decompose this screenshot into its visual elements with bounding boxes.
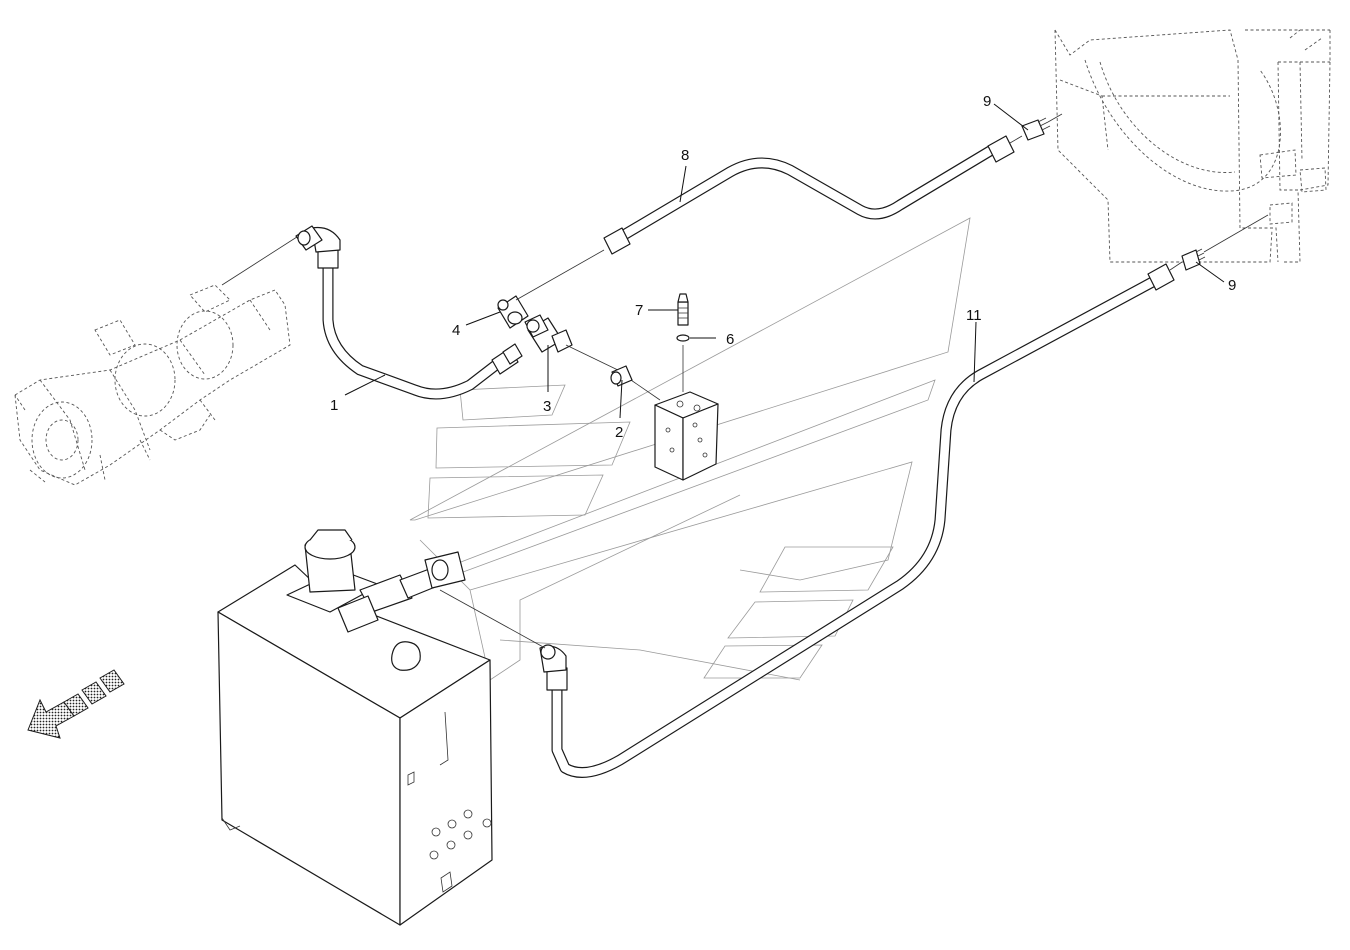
callout-7: 7 — [635, 302, 643, 319]
callout-2: 2 — [615, 424, 623, 441]
direction-arrow-icon — [27, 669, 125, 739]
callout-6: 6 — [726, 331, 734, 348]
callout-9-top: 9 — [983, 93, 991, 110]
callout-9-right: 9 — [1228, 277, 1236, 294]
callout-3: 3 — [543, 398, 551, 415]
radiator-fan-shroud — [1054, 29, 1331, 263]
hydraulic-pump — [14, 234, 301, 486]
callout-leaders — [344, 103, 1225, 419]
valve-block — [565, 344, 719, 481]
callout-8: 8 — [681, 147, 689, 164]
pipe-8 — [515, 135, 1023, 301]
chassis-outline — [409, 217, 971, 681]
sensor-fitting — [676, 293, 690, 392]
callout-1: 1 — [330, 397, 338, 414]
callout-11: 11 — [966, 307, 982, 324]
hydraulic-tank — [217, 564, 493, 926]
tank-filter-assembly — [286, 529, 546, 649]
elbow-fitting — [497, 295, 529, 329]
plug-fitting — [610, 365, 633, 387]
tee-fitting — [524, 314, 573, 353]
callout-4: 4 — [452, 322, 460, 339]
pipe-11 — [539, 261, 1183, 778]
connector-9-top — [1021, 113, 1063, 141]
connector-9-right — [1181, 214, 1269, 271]
pipe-1 — [295, 225, 523, 400]
